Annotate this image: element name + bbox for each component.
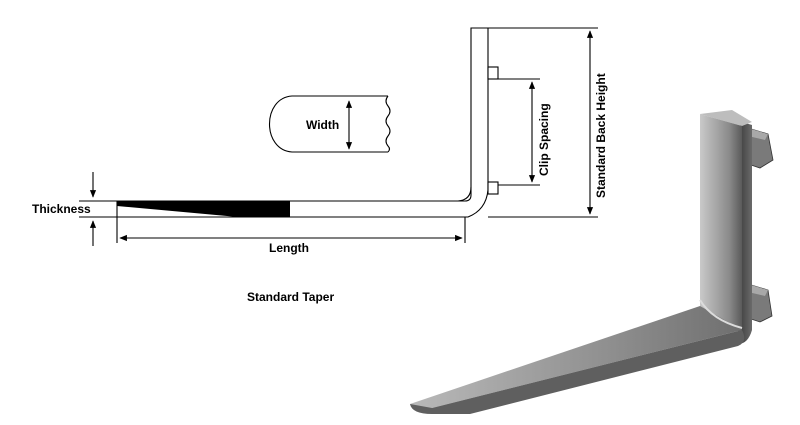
fork-side-profile xyxy=(116,27,489,218)
caption-standard-taper: Standard Taper xyxy=(247,290,334,304)
width-cross-section xyxy=(269,95,391,153)
clip-spacing-label: Clip Spacing xyxy=(537,103,551,176)
taper-region xyxy=(117,201,290,217)
back-height-label: Standard Back Height xyxy=(594,73,608,198)
length-label: Length xyxy=(269,241,309,255)
fork-3d-rendering xyxy=(410,110,774,414)
length-dimension xyxy=(116,217,466,243)
back-height-dimension xyxy=(488,27,598,218)
width-label: Width xyxy=(306,118,339,132)
clip-spacing-dimension xyxy=(498,78,540,186)
clip-lower xyxy=(487,181,499,195)
thickness-dimension xyxy=(79,172,117,246)
thickness-label: Thickness xyxy=(32,202,91,216)
clip-upper xyxy=(487,66,499,80)
